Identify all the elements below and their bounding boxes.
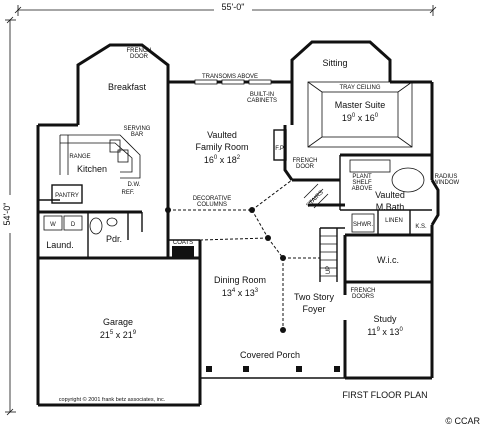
depth-label: 54'-0" <box>2 203 12 226</box>
label-dining-room: Dining Room <box>214 275 266 285</box>
note-french-door-2a: FRENCH <box>293 158 318 164</box>
label-study: Study <box>373 314 397 324</box>
note-french-door-2b: DOOR <box>296 164 315 170</box>
label-mbath-1: Vaulted <box>375 190 405 200</box>
label-mbath-2: M.Bath <box>376 202 405 212</box>
tray-ceiling <box>307 81 413 148</box>
label-master-suite: Master Suite <box>335 100 386 110</box>
note-french-doors-2: DOORS <box>352 294 374 300</box>
note-built-in-2: CABINETS <box>247 98 277 104</box>
note-washer: W <box>50 222 56 228</box>
label-powder: Pdr. <box>106 234 122 244</box>
label-foyer-1: Two Story <box>294 292 335 302</box>
note-french-door-1b: DOOR <box>130 54 149 60</box>
note-french-door-1a: FRENCH <box>127 48 152 54</box>
note-radius-2: WINDOW <box>433 180 460 186</box>
note-transoms: TRANSOMS ABOVE <box>202 74 258 80</box>
size-dining-room: 134 x 133 <box>222 288 259 298</box>
note-columns-1: DECORATIVE <box>193 196 232 202</box>
interior-walls <box>38 82 432 330</box>
watermark: © CCAR <box>445 416 480 426</box>
label-covered-porch: Covered Porch <box>240 350 300 360</box>
size-family-room: 160 x 182 <box>204 155 241 165</box>
label-wic: W.i.c. <box>377 255 399 265</box>
note-fp: F.P. <box>275 146 285 152</box>
note-serving-2: BAR <box>131 132 144 138</box>
note-tray-ceiling: TRAY CEILING <box>339 85 380 91</box>
note-serving-1: SERVING <box>124 126 151 132</box>
note-range: RANGE <box>69 154 90 160</box>
note-built-in-1: BUILT-IN <box>250 92 274 98</box>
note-plant-3: ABOVE <box>352 186 373 192</box>
transoms <box>194 79 272 85</box>
stairs <box>303 183 337 277</box>
label-family-room-1: Vaulted <box>207 130 237 140</box>
plan-title: FIRST FLOOR PLAN <box>342 390 427 400</box>
porch-columns <box>206 366 340 372</box>
size-study: 119 x 130 <box>367 327 403 337</box>
note-shwr: SHWR. <box>353 222 373 228</box>
label-foyer-2: Foyer <box>302 304 325 314</box>
kitchen-counters <box>59 134 141 179</box>
note-plant-1: PLANT <box>352 174 372 180</box>
note-ks: K.S. <box>415 224 427 230</box>
label-sitting: Sitting <box>322 58 347 68</box>
note-linen: LINEN <box>385 218 403 224</box>
room-labels: Breakfast Sitting Vaulted Family Room 16… <box>46 58 405 360</box>
size-garage: 215 x 219 <box>100 330 137 340</box>
label-kitchen: Kitchen <box>77 164 107 174</box>
note-radius-1: RADIUS <box>435 174 458 180</box>
note-dw: D.W. <box>128 182 141 188</box>
copyright-note: copyright © 2001 frank betz associates, … <box>59 396 166 403</box>
dimension-width: 55'-0" <box>14 2 437 16</box>
note-dryer: D <box>71 222 76 228</box>
label-breakfast: Breakfast <box>108 82 147 92</box>
bath-fixtures <box>89 159 425 235</box>
note-columns-2: COLUMNS <box>197 202 227 208</box>
note-plant-2: SHELF <box>352 180 372 186</box>
annotations: FRENCH DOOR TRANSOMS ABOVE TRAY CEILING … <box>50 48 459 300</box>
label-family-room-2: Family Room <box>195 142 248 152</box>
dimension-depth: 54'-0" <box>1 16 16 416</box>
note-french-doors-1: FRENCH <box>351 288 376 294</box>
label-laundry: Laund. <box>46 240 74 250</box>
note-up: UP <box>326 266 332 274</box>
decorative-columns <box>165 82 320 333</box>
note-ref: REF. <box>121 190 134 196</box>
note-coats: COATS <box>173 240 193 246</box>
width-label: 55'-0" <box>222 2 245 12</box>
size-master-suite: 190 x 160 <box>342 113 379 123</box>
label-pantry: PANTRY <box>55 193 79 199</box>
label-garage: Garage <box>103 317 133 327</box>
